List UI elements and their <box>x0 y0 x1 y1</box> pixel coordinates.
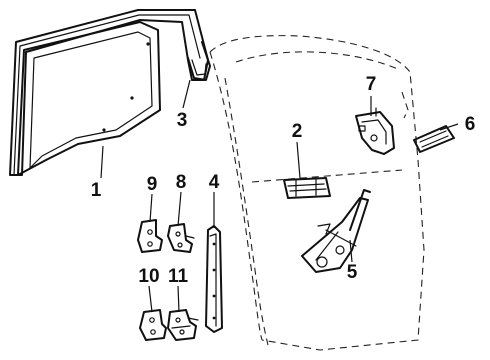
callout-11: 11 <box>168 266 189 287</box>
run-channel <box>187 41 211 81</box>
lower-hinge-body <box>167 309 199 341</box>
callout-4: 4 <box>209 172 220 193</box>
outside-handle <box>283 177 331 199</box>
callout-6: 6 <box>465 114 476 135</box>
glass-run-channel <box>205 225 223 333</box>
inside-handle <box>413 125 455 153</box>
callout-9: 9 <box>147 174 158 195</box>
callout-7: 7 <box>366 74 377 95</box>
callout-labels: 1 2 3 4 5 6 7 8 9 10 11 <box>91 74 476 287</box>
callout-8: 8 <box>176 172 187 193</box>
leader-lines <box>100 79 459 313</box>
callout-5: 5 <box>347 262 358 283</box>
callout-3: 3 <box>177 110 188 131</box>
lower-hinge-door <box>139 309 167 341</box>
door-lock <box>355 107 395 155</box>
callout-2: 2 <box>292 121 303 142</box>
door-outline <box>209 35 425 351</box>
callout-10: 10 <box>138 266 159 287</box>
window-glass <box>9 9 209 176</box>
upper-hinge-body <box>167 223 195 253</box>
upper-hinge-door <box>137 219 163 253</box>
callout-1: 1 <box>91 180 102 201</box>
window-regulator <box>301 189 371 273</box>
